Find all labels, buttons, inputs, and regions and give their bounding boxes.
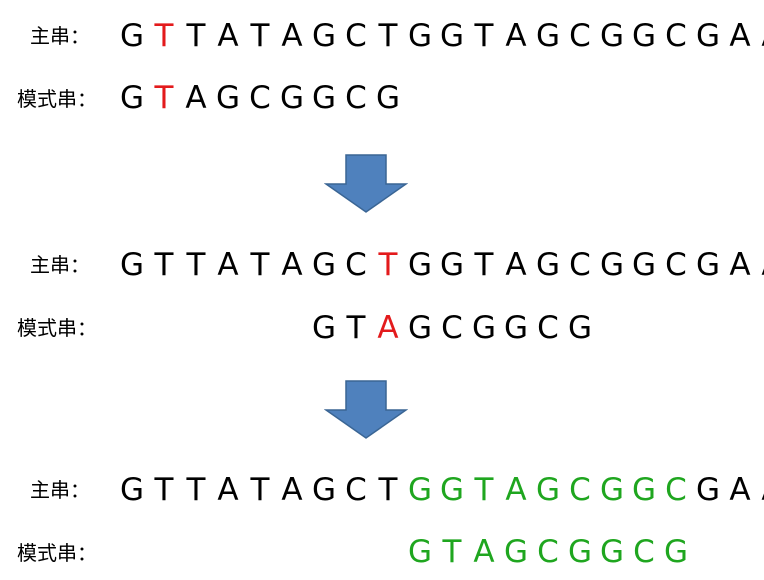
pattern-char-2-3: G — [407, 310, 433, 346]
main-char-1-20: A — [756, 16, 764, 56]
main-char-3-2: T — [186, 472, 206, 508]
pattern-char-2-2: A — [377, 310, 399, 346]
main-char-2-7: C — [345, 247, 367, 283]
main-char-1-16: G — [631, 18, 657, 54]
pattern-char-1-3: G — [215, 80, 241, 116]
main-char-2-10: G — [439, 247, 465, 283]
main-char-3-14: C — [569, 472, 591, 508]
pattern-char-2-7: C — [537, 310, 559, 346]
pattern-char-1-1: T — [154, 80, 174, 116]
main-char-1-14: C — [569, 18, 591, 54]
pattern-char-3-3: G — [503, 534, 529, 570]
main-char-1-13: G — [535, 18, 561, 54]
main-char-1-19: A — [729, 18, 751, 54]
main-char-2-16: G — [631, 247, 657, 283]
pattern-char-1-0: G — [119, 80, 145, 116]
main-char-2-0: G — [119, 247, 145, 283]
main-char-1-15: G — [599, 18, 625, 54]
pattern-char-3-6: G — [599, 534, 625, 570]
pattern-char-3-5: G — [567, 534, 593, 570]
main-char-1-12: A — [505, 18, 527, 54]
main-string-label-2: 主串： — [30, 253, 90, 277]
main-char-1-5: A — [281, 18, 303, 54]
main-char-2-13: G — [535, 247, 561, 283]
main-char-2-12: A — [505, 247, 527, 283]
main-char-2-1: T — [154, 247, 174, 283]
main-char-1-0: G — [119, 18, 145, 54]
main-char-1-9: G — [407, 18, 433, 54]
pattern-string-label-2: 模式串： — [17, 316, 97, 340]
main-char-3-4: T — [250, 472, 270, 508]
main-char-1-3: A — [217, 18, 239, 54]
main-char-2-4: T — [250, 247, 270, 283]
main-char-2-2: T — [186, 247, 206, 283]
down-arrow-icon — [324, 154, 408, 213]
main-char-1-7: C — [345, 18, 367, 54]
main-char-1-17: C — [665, 18, 687, 54]
main-char-2-14: C — [569, 247, 591, 283]
pattern-char-1-7: C — [345, 80, 367, 116]
main-char-3-17: C — [665, 472, 687, 508]
main-char-1-11: T — [474, 18, 494, 54]
main-string-label-3: 主串： — [30, 478, 90, 502]
main-char-1-6: G — [311, 18, 337, 54]
pattern-char-1-8: G — [375, 80, 401, 116]
pattern-char-3-1: T — [442, 534, 462, 570]
pattern-char-3-8: G — [663, 534, 689, 570]
pattern-string-label-3: 模式串： — [17, 541, 97, 565]
main-char-1-2: T — [186, 18, 206, 54]
main-char-2-5: A — [281, 247, 303, 283]
pattern-string-label-1: 模式串： — [17, 87, 97, 111]
pattern-char-3-2: A — [473, 534, 495, 570]
main-char-2-9: G — [407, 247, 433, 283]
pattern-char-3-0: G — [407, 534, 433, 570]
main-char-1-1: T — [154, 18, 174, 54]
main-char-3-13: G — [535, 472, 561, 508]
main-char-3-19: A — [729, 472, 751, 508]
main-char-2-18: G — [695, 247, 721, 283]
main-char-2-19: A — [729, 247, 751, 283]
pattern-char-1-5: G — [279, 80, 305, 116]
main-char-3-18: G — [695, 472, 721, 508]
main-char-3-10: G — [439, 472, 465, 508]
main-char-3-16: G — [631, 472, 657, 508]
main-string-label-1: 主串： — [30, 24, 90, 48]
pattern-char-2-0: G — [311, 310, 337, 346]
main-char-1-10: G — [439, 18, 465, 54]
main-char-2-20: A — [756, 245, 764, 285]
pattern-char-2-6: G — [503, 310, 529, 346]
main-char-3-20: A — [756, 470, 764, 510]
main-char-3-7: C — [345, 472, 367, 508]
main-char-3-0: G — [119, 472, 145, 508]
pattern-char-2-5: G — [471, 310, 497, 346]
pattern-char-1-6: G — [311, 80, 337, 116]
pattern-char-2-1: T — [346, 310, 366, 346]
main-char-2-17: C — [665, 247, 687, 283]
main-char-3-1: T — [154, 472, 174, 508]
main-char-3-3: A — [217, 472, 239, 508]
main-char-3-9: G — [407, 472, 433, 508]
main-char-2-8: T — [378, 247, 398, 283]
down-arrow-icon — [324, 380, 408, 439]
main-char-2-6: G — [311, 247, 337, 283]
pattern-char-3-4: C — [537, 534, 559, 570]
main-char-1-18: G — [695, 18, 721, 54]
main-char-2-3: A — [217, 247, 239, 283]
pattern-char-2-8: G — [567, 310, 593, 346]
main-char-1-4: T — [250, 18, 270, 54]
main-char-2-15: G — [599, 247, 625, 283]
main-char-3-11: T — [474, 472, 494, 508]
main-char-3-15: G — [599, 472, 625, 508]
pattern-char-2-4: C — [441, 310, 463, 346]
main-char-3-8: T — [378, 472, 398, 508]
main-char-3-12: A — [505, 472, 527, 508]
pattern-char-3-7: C — [633, 534, 655, 570]
pattern-char-1-2: A — [185, 80, 207, 116]
pattern-char-1-4: C — [249, 80, 271, 116]
main-char-1-8: T — [378, 18, 398, 54]
main-char-3-6: G — [311, 472, 337, 508]
main-char-3-5: A — [281, 472, 303, 508]
main-char-2-11: T — [474, 247, 494, 283]
